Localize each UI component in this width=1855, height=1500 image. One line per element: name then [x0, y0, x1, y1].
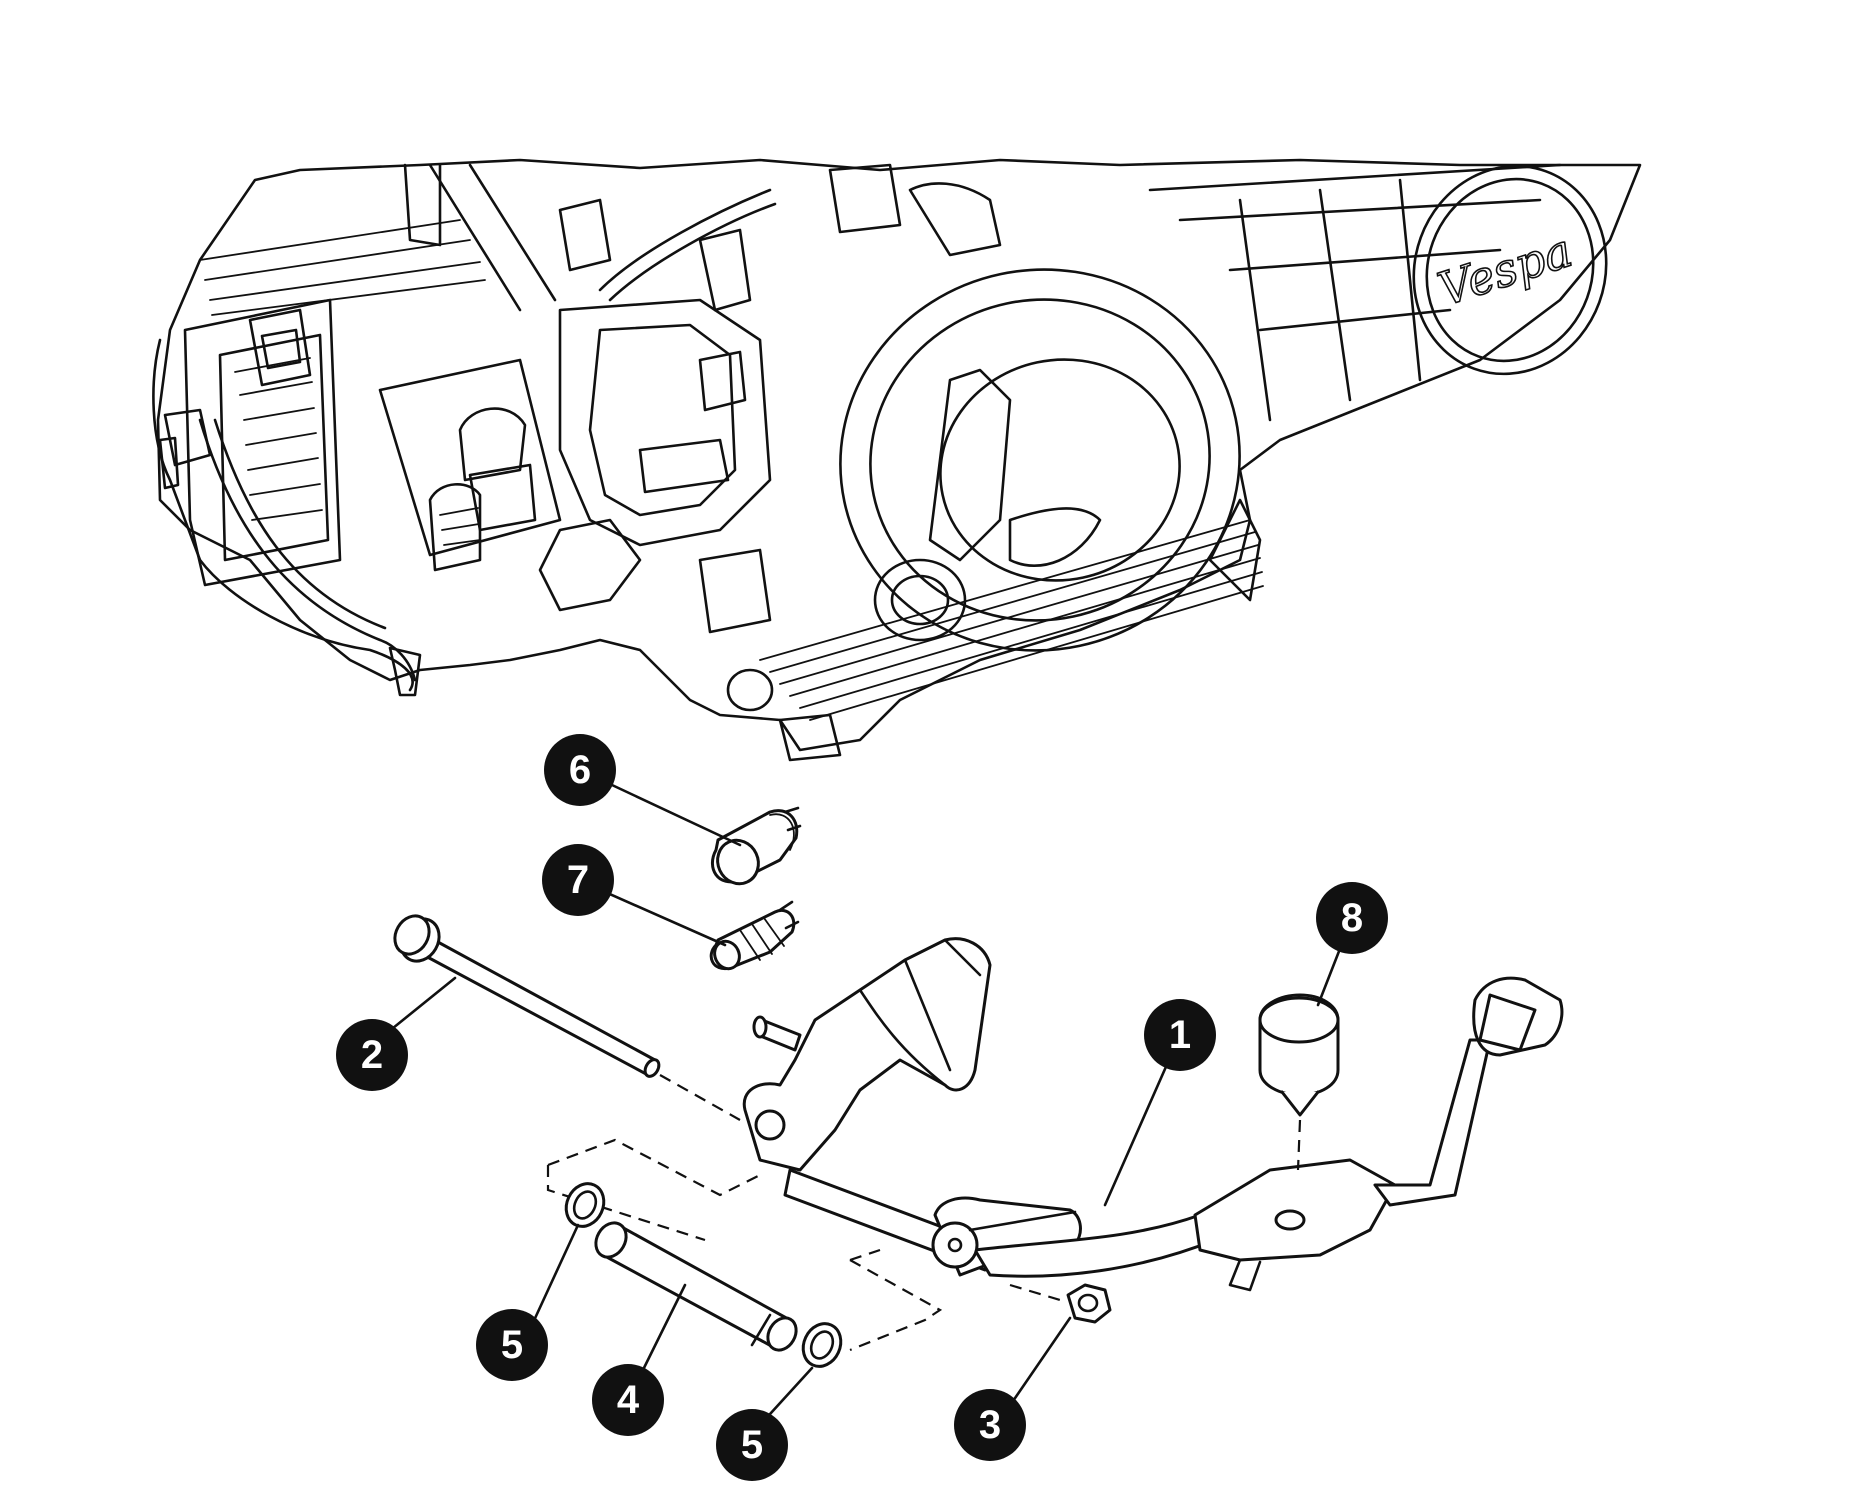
stand-long-pin — [393, 914, 661, 1078]
nut — [1066, 1283, 1112, 1324]
washer-left — [564, 1182, 606, 1228]
svg-text:5: 5 — [501, 1323, 523, 1367]
rubber-buffer — [1258, 993, 1340, 1117]
callout-4: 4 — [592, 1364, 664, 1436]
svg-text:4: 4 — [617, 1378, 640, 1422]
callout-5a: 5 — [476, 1309, 548, 1381]
stand-short-pin — [594, 1221, 798, 1352]
nut-axis-line — [1009, 1283, 1061, 1302]
callout-8: 8 — [1316, 882, 1388, 954]
center-stand — [742, 937, 1564, 1292]
small-spring — [709, 900, 800, 971]
assembly-guide-upper — [546, 1138, 761, 1242]
svg-text:1: 1 — [1169, 1013, 1191, 1057]
large-spring — [710, 806, 802, 886]
svg-text:2: 2 — [361, 1033, 383, 1077]
callout-5b: 5 — [716, 1409, 788, 1481]
svg-text:5: 5 — [741, 1423, 763, 1467]
svg-text:8: 8 — [1341, 896, 1363, 940]
pin-axis-line — [659, 1074, 741, 1121]
assembly-guide-lower — [849, 1248, 943, 1352]
buffer-axis-line — [1296, 1119, 1302, 1171]
washer-right — [801, 1322, 843, 1368]
callout-3: 3 — [954, 1389, 1026, 1461]
callout-2: 2 — [336, 1019, 408, 1091]
callout-6: 6 — [544, 734, 616, 806]
svg-text:3: 3 — [979, 1403, 1001, 1447]
callout-1: 1 — [1144, 999, 1216, 1071]
svg-text:7: 7 — [567, 858, 589, 902]
callout-7: 7 — [542, 844, 614, 916]
vespa-logo-icon: Vespa — [1412, 164, 1608, 376]
svg-text:6: 6 — [569, 748, 591, 792]
engine-assembly: Vespa — [152, 158, 1642, 762]
